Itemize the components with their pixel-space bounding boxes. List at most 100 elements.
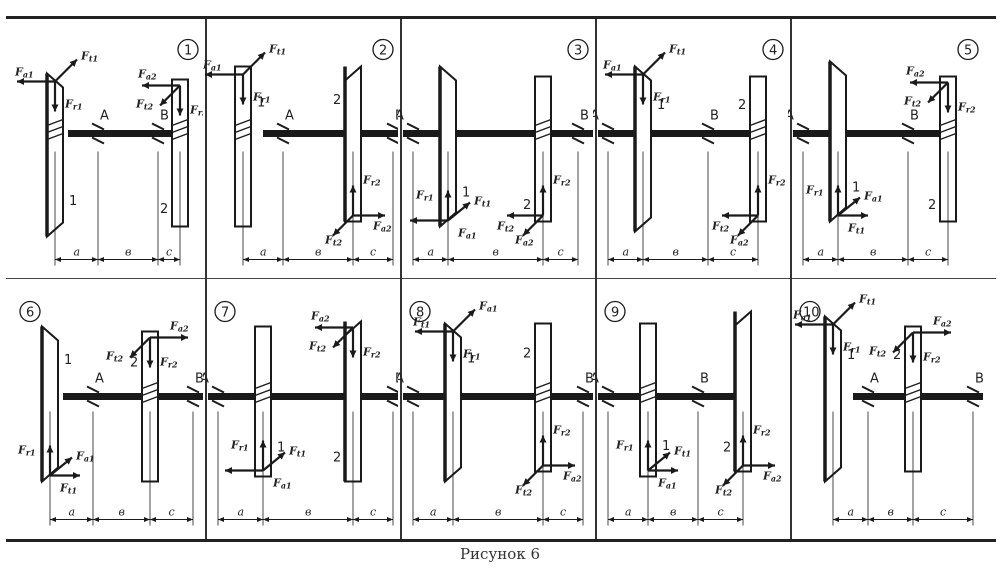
bearing-mark [966,385,980,394]
gear-1-label: 1 [662,439,670,454]
tooth-line [254,395,272,404]
tooth-line [46,132,64,141]
bearing-mark [576,385,590,394]
dim-arrow [448,257,454,262]
bevel-gear [828,59,847,224]
force-arrow-tangential [522,214,544,237]
dim-arrow [832,257,838,262]
force-label: Ft2 [324,234,343,248]
dim-arrow [543,517,549,522]
bearing-mark [571,122,585,131]
shaft-diagram: 112ABFa1Ft1Fr1Fa2Ft2Fr2aвc [14,38,203,266]
dimension-label-2: в [315,246,321,259]
dimension-label-3: c [558,246,564,259]
shaft-diagram: 212ABFa1Ft1Fr1Fr2Ft2Fa2aвc [203,38,398,266]
helical-teeth-mark [939,118,957,141]
force-arrow-radial [146,337,154,368]
force-arrow-axial [142,82,180,89]
bearing-label: A [95,372,104,387]
force-arrow-axial [838,212,868,219]
bearing-mark [691,385,705,394]
bearing-label: B [395,109,398,124]
force-arrow-tangential [49,456,73,477]
dim-arrow [942,257,948,262]
dim-arrow [263,517,269,522]
dim-arrow [277,257,283,262]
dim-arrow [92,257,98,262]
dim-arrow [862,517,868,522]
force-label: Fr1 [805,184,824,198]
tooth-line [234,132,252,141]
force-label: Ft2 [868,345,887,359]
dimension-label-1: a [238,506,245,519]
bearing-label: B [710,109,719,124]
dim-arrow [833,517,839,522]
force-label: Fr1 [17,444,36,458]
arrow-head [181,334,188,341]
gear-2-label: 2 [333,93,341,108]
dim-arrow [55,257,61,262]
force-label: Ft1 [412,316,430,330]
panel-number: 10 [803,306,820,321]
shaft [598,130,758,137]
tooth-line [749,125,767,134]
bearing-b: B [701,109,719,145]
badge-circle [372,38,394,61]
arrow-head [909,355,917,363]
force-arrow-tangential [892,331,914,354]
arrow-head [277,452,285,460]
arrow-head [568,462,575,469]
force-arrow-axial [225,467,263,474]
force-label: Fr1 [415,189,434,203]
force-label: Fa2 [372,220,392,234]
badge-circle [957,38,979,61]
dim-arrow [257,517,263,522]
bevel-gear [733,309,752,473]
bearing-mark [571,136,585,145]
force-arrow-tangential [647,451,671,472]
force-label: Fr2 [922,351,941,365]
force-arrow-axial [50,472,80,479]
force-label: Fr2 [957,101,976,115]
dim-arrow [144,517,150,522]
tooth-line [534,381,552,390]
force-label: Ft2 [496,220,515,234]
bearing-mark [601,136,615,145]
bearing-mark [601,385,615,394]
force-arrow-axial [913,329,951,336]
panel-number: 4 [769,44,777,59]
dim-arrow [387,517,393,522]
bearing-mark [701,122,715,131]
dimension-label-3: c [730,246,736,259]
bearing-a: A [861,372,879,408]
dim-arrow [174,257,180,262]
force-label: Fa2 [905,65,925,79]
tooth-line [234,118,252,127]
gear-1-label: 1 [257,96,265,111]
force-arrow-tangential [837,196,861,217]
force-label: Fr1 [252,91,271,105]
gear-2-label: 2 [130,356,138,371]
force-label: Fa2 [169,320,189,334]
bearing-a: A [593,372,615,408]
column-divider [400,19,402,539]
bearing-mark [601,122,615,131]
badge-circle [799,300,821,323]
dimension-label-1: a [428,246,435,259]
force-arrow-tangential [452,308,476,333]
dim-arrow [453,517,459,522]
dim-arrow [902,257,908,262]
shaft [793,130,948,137]
dim-arrow [708,257,714,262]
force-label: Ft2 [711,220,730,234]
arrow-head [944,105,952,113]
force-label: Fa2 [310,310,330,324]
arrow-head [176,108,184,116]
badge-circle [177,38,199,61]
dim-arrow [387,257,393,262]
